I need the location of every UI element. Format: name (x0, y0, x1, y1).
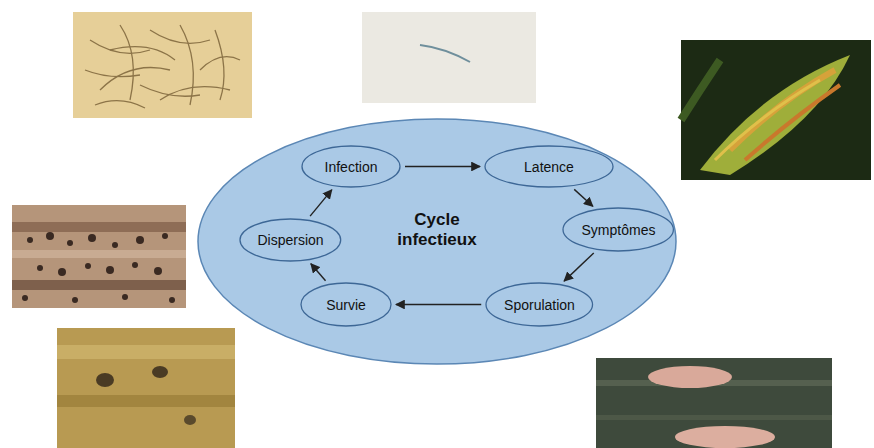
leaf-photo (681, 40, 871, 180)
stage-label: Infection (325, 159, 378, 175)
cycle-arrow (574, 189, 593, 206)
ellipse-shape (485, 146, 613, 187)
stage-label: Symptômes (582, 222, 656, 238)
stage-ellipse: Dispersion (239, 218, 342, 262)
ellipse-shape (198, 119, 676, 364)
stage-ellipse: Infection (301, 145, 401, 188)
stage-label: Sporulation (504, 297, 575, 313)
stage-label: Latence (524, 159, 574, 175)
cycle-title: Cycle infectieux (382, 210, 492, 249)
stage-ellipse: Symptômes (562, 207, 674, 252)
stem-photo (12, 205, 186, 308)
stage-ellipse: Latence (484, 145, 614, 188)
ellipse-shape (486, 283, 593, 326)
lesion-photo (596, 358, 832, 448)
cycle-arrow (564, 253, 594, 281)
straw-photo (57, 328, 235, 448)
ellipse-shape (563, 208, 673, 251)
spore-micrograph (73, 12, 252, 118)
spore-micrograph (362, 12, 536, 103)
cycle-arrow (311, 264, 326, 281)
stage-label: Survie (326, 297, 366, 313)
ellipse-shape (301, 283, 391, 326)
ellipse-shape (240, 219, 341, 261)
stage-label: Dispersion (257, 232, 323, 248)
cycle-arrow (405, 166, 480, 167)
title-holder: Cycle infectieux (372, 210, 502, 249)
ellipse-shape (302, 146, 400, 187)
cycle-ellipse: Cycle infectieux Infection LatenceSymptôme… (197, 118, 677, 365)
stage-ellipse: Survie (300, 282, 392, 327)
cycle-arrow (310, 190, 332, 216)
stage-ellipse: Sporulation (485, 282, 594, 327)
cycle-arrow (396, 304, 481, 305)
